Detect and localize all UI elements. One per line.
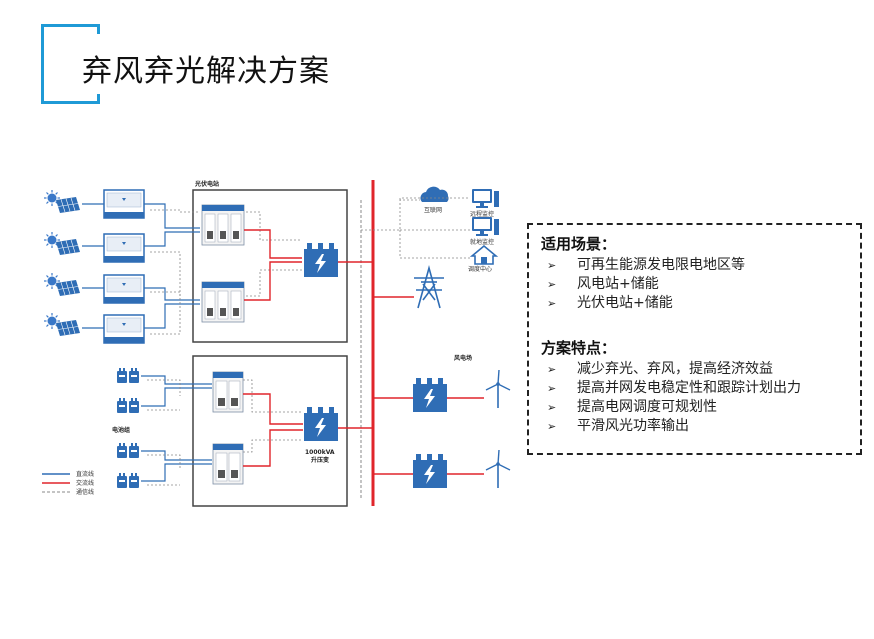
pv-converter-cabinet-2	[201, 281, 245, 323]
title-bracket	[41, 24, 100, 104]
legend-dc-label: 直流线	[76, 470, 94, 478]
transmission-tower-icon	[414, 264, 444, 309]
features-title: 方案特点：	[541, 339, 617, 357]
storage-converter-1	[212, 371, 244, 413]
dispatch-center-label: 调度中心	[468, 265, 492, 273]
pv-station-label: 光伏电站	[194, 180, 219, 188]
inverter-1	[103, 189, 145, 219]
inverter-3	[103, 274, 145, 304]
pv-station-frame	[192, 189, 348, 343]
battery-station-frame	[192, 355, 348, 507]
local-monitor-icon	[472, 217, 499, 236]
wind-turbine-1	[485, 369, 511, 409]
storage-transformer	[304, 407, 338, 441]
wind-transformer-1	[413, 378, 447, 412]
list-item: ➢可再生能源发电限电地区等	[547, 257, 745, 273]
arrow-bullet-icon: ➢	[547, 259, 557, 272]
info-box: 适用场景： ➢可再生能源发电限电地区等 ➢风电站+储能 ➢光伏电站+储能 方案特…	[527, 223, 862, 455]
internet-label: 互联网	[424, 206, 442, 214]
inverter-4	[103, 314, 145, 344]
list-item: ➢平滑风光功率输出	[547, 418, 689, 434]
pv-array-4	[43, 312, 81, 337]
battery-2	[117, 398, 139, 413]
features-list: ➢减少弃光、弃风，提高经济效益 ➢提高并网发电稳定性和跟踪计划出力 ➢提高电网调…	[541, 360, 848, 436]
remote-monitor-icon	[472, 189, 499, 208]
battery-3	[117, 443, 139, 458]
list-item: ➢提高电网调度可规划性	[547, 399, 717, 415]
arrow-bullet-icon: ➢	[547, 420, 557, 433]
list-item: ➢减少弃光、弃风，提高经济效益	[547, 361, 773, 377]
list-item: ➢提高并网发电稳定性和跟踪计划出力	[547, 380, 801, 396]
transformer-type-label: 升压变	[311, 456, 329, 464]
list-item: ➢风电站+储能	[547, 276, 659, 292]
home-icon	[469, 244, 499, 265]
wind-farm-label: 风电场	[454, 354, 472, 362]
storage-converter-2	[212, 443, 244, 485]
wind-transformer-2	[413, 454, 447, 488]
list-item: ➢光伏电站+储能	[547, 295, 673, 311]
arrow-bullet-icon: ➢	[547, 278, 557, 291]
pv-array-2	[43, 231, 81, 256]
legend-ac-label: 交流线	[76, 479, 94, 487]
arrow-bullet-icon: ➢	[547, 363, 557, 376]
pv-array-3	[43, 272, 81, 297]
pv-converter-cabinet-1	[201, 204, 245, 246]
battery-4	[117, 473, 139, 488]
cloud-icon	[420, 186, 449, 202]
scenarios-title: 适用场景：	[541, 235, 617, 253]
battery-group-label: 电池组	[112, 426, 130, 434]
legend-comm-label: 通信线	[76, 488, 94, 496]
remote-monitor-label: 远程监控	[470, 210, 494, 218]
page-title: 弃风弃光解决方案	[82, 54, 330, 89]
pv-array-1	[43, 189, 81, 214]
legend: 直流线 交流线 通信线	[42, 470, 94, 496]
inverter-2	[103, 233, 145, 263]
transformer-capacity-label: 1000kVA	[305, 449, 335, 456]
arrow-bullet-icon: ➢	[547, 297, 557, 310]
arrow-bullet-icon: ➢	[547, 401, 557, 414]
scenarios-list: ➢可再生能源发电限电地区等 ➢风电站+储能 ➢光伏电站+储能	[541, 256, 848, 313]
wind-turbine-2	[485, 449, 511, 489]
pv-transformer	[304, 243, 338, 277]
arrow-bullet-icon: ➢	[547, 382, 557, 395]
local-monitor-label: 就地监控	[470, 238, 494, 246]
battery-1	[117, 368, 139, 383]
